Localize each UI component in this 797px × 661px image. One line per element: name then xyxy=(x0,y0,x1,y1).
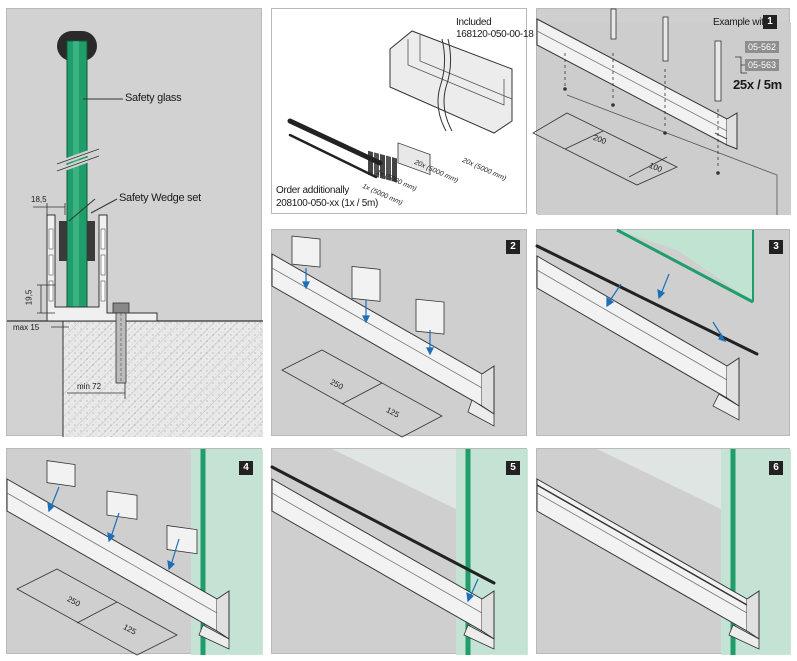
cross-section-panel: Safety glass Safety Wedge set 18,5 19,5 … xyxy=(6,8,263,437)
wedge-right xyxy=(87,221,95,261)
insert-arrows xyxy=(47,486,180,571)
wedge-plate xyxy=(397,142,431,176)
step-6-badge: 6 xyxy=(769,461,783,475)
step-5-panel: 5 xyxy=(270,448,528,655)
step-6-panel: 6 xyxy=(536,448,791,655)
step-2-drawing xyxy=(271,235,495,438)
step-3-drawing xyxy=(535,228,759,421)
dim-width: 18,5 xyxy=(31,195,47,204)
arrows xyxy=(606,273,727,343)
example-label: Example with xyxy=(713,17,769,28)
included-label: Included xyxy=(456,17,492,28)
step-1-drawing xyxy=(532,8,791,215)
cross-section-drawing xyxy=(7,31,263,437)
code-b: 05-563 xyxy=(745,59,780,71)
step-1-panel: Example with 1 05-562 05-563 25x / 5m 20… xyxy=(532,8,791,215)
label-safety-wedge: Safety Wedge set xyxy=(119,192,201,204)
included-code: 168120-050-00-18 xyxy=(456,29,534,40)
anchor-bolts xyxy=(563,8,722,175)
step-6-drawing xyxy=(536,449,791,655)
dim-min: min 72 xyxy=(77,382,102,391)
step-3-panel: 3 xyxy=(535,228,790,436)
arrow xyxy=(466,578,479,603)
step-1-badge: 1 xyxy=(763,15,777,29)
step-4-panel: 4 250 125 xyxy=(6,448,263,656)
wedge-left xyxy=(59,221,67,261)
label-safety-glass: Safety glass xyxy=(125,92,182,104)
gasket-thin xyxy=(288,133,378,179)
dim-max: max 15 xyxy=(13,323,40,332)
insert-arrows xyxy=(302,268,434,356)
step-2-badge: 2 xyxy=(506,240,520,254)
step-2-panel: 2 250 125 xyxy=(271,229,527,438)
dim-height: 19,5 xyxy=(24,289,34,306)
parts-drawing xyxy=(287,30,513,183)
rail xyxy=(536,255,728,399)
step-4-badge: 4 xyxy=(239,461,253,475)
glass-pane xyxy=(617,230,753,302)
step-4-drawing xyxy=(6,449,263,656)
step-5-badge: 5 xyxy=(506,461,520,475)
quantity-label: 25x / 5m xyxy=(733,77,782,92)
order-code: 208100-050-xx (1x / 5m) xyxy=(276,198,379,209)
code-a: 05-562 xyxy=(745,41,780,53)
step-5-drawing xyxy=(270,449,528,655)
step-3-badge: 3 xyxy=(769,240,783,254)
gasket xyxy=(270,465,496,585)
wedge-set xyxy=(368,150,397,183)
order-label: Order additionally xyxy=(276,185,349,196)
spacer-plates xyxy=(291,235,445,335)
gasket-thick xyxy=(287,118,383,166)
bolt-head xyxy=(112,302,130,314)
parts-panel: Included 168120-050-00-18 20x (5000 mm) … xyxy=(271,8,534,214)
wedge-blocks xyxy=(46,460,198,555)
